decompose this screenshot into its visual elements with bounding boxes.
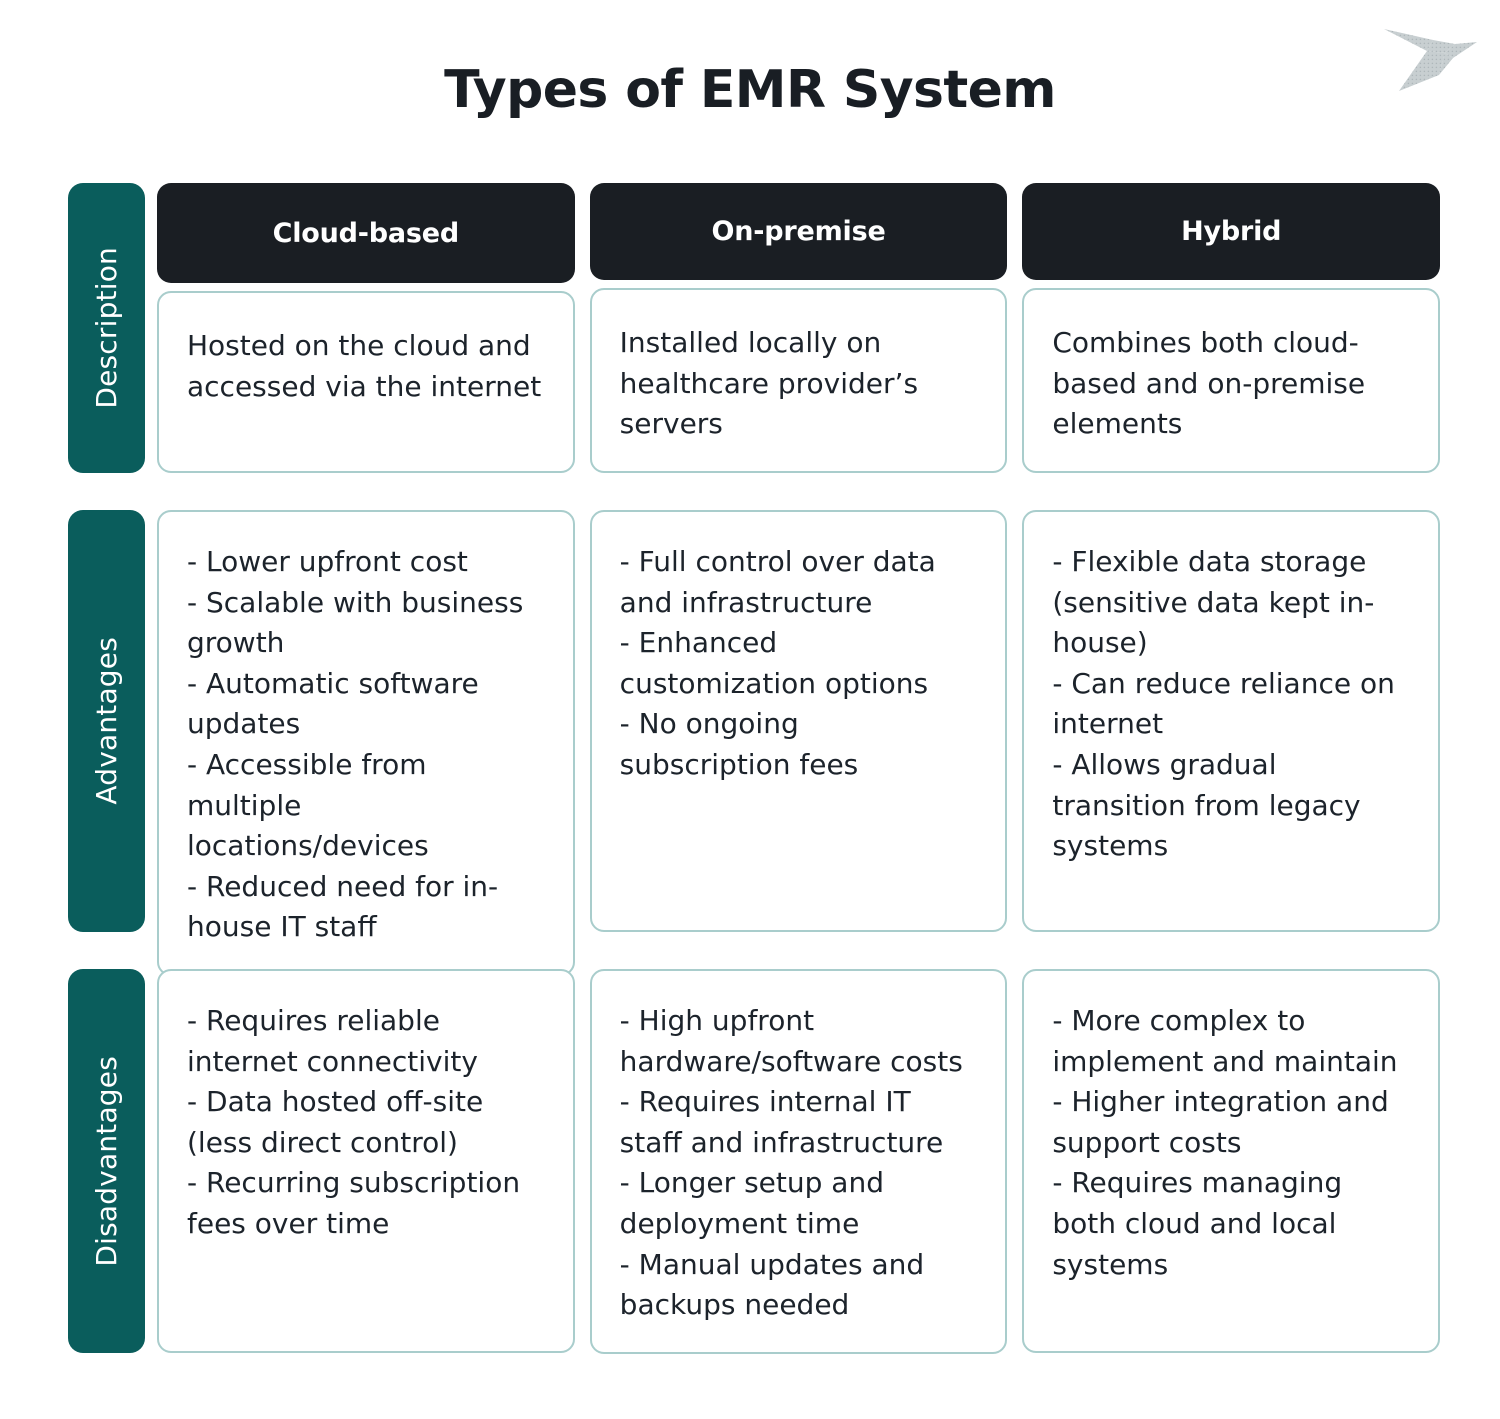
cell-disadvantages-hybrid: - More complex to implement and maintain…	[1022, 969, 1441, 1353]
column-header-on-premise: On-premise	[589, 183, 1008, 281]
origami-bird-logo	[1384, 29, 1477, 91]
column-hybrid-advantages: - Flexible data storage (sensitive data …	[1022, 510, 1441, 932]
row-label-advantages: Advantages	[68, 510, 145, 932]
row-label-description-text: Description	[90, 247, 123, 409]
column-hybrid-disadvantages: - More complex to implement and maintain…	[1022, 969, 1441, 1353]
table-row-description: Description Cloud-based Hosted on the cl…	[68, 183, 1441, 473]
column-on-premise-advantages: - Full control over data and infrastruct…	[589, 510, 1008, 932]
advantages-row-columns: - Lower upfront cost - Scalable with bus…	[157, 510, 1441, 976]
page-title: Types of EMR System	[444, 60, 1056, 120]
description-row-columns: Cloud-based Hosted on the cloud and acce…	[157, 183, 1441, 473]
column-on-premise: On-premise Installed locally on healthca…	[589, 183, 1008, 473]
column-header-hybrid: Hybrid	[1022, 183, 1441, 281]
cell-description-hybrid: Combines both cloud-based and on-premise…	[1022, 288, 1441, 473]
cell-disadvantages-cloud-based: - Requires reliable internet connectivit…	[157, 969, 575, 1353]
column-cloud-based-advantages: - Lower upfront cost - Scalable with bus…	[157, 510, 575, 976]
cell-advantages-on-premise: - Full control over data and infrastruct…	[589, 510, 1008, 932]
column-header-cloud-based: Cloud-based	[157, 183, 575, 283]
cell-advantages-cloud-based: - Lower upfront cost - Scalable with bus…	[157, 510, 575, 976]
table-row-advantages: Advantages - Lower upfront cost - Scalab…	[68, 510, 1441, 976]
row-label-advantages-text: Advantages	[90, 637, 123, 805]
row-label-disadvantages-text: Disadvantages	[90, 1055, 123, 1267]
comparison-table: Description Cloud-based Hosted on the cl…	[68, 183, 1441, 1354]
table-row-disadvantages: Disadvantages - Requires reliable intern…	[68, 969, 1441, 1354]
cell-description-on-premise: Installed locally on healthcare provider…	[589, 288, 1008, 473]
cell-advantages-hybrid: - Flexible data storage (sensitive data …	[1022, 510, 1441, 932]
cell-disadvantages-on-premise: - High upfront hardware/software costs -…	[589, 969, 1008, 1354]
column-cloud-based-disadvantages: - Requires reliable internet connectivit…	[157, 969, 575, 1353]
row-label-description: Description	[68, 183, 145, 473]
column-hybrid: Hybrid Combines both cloud-based and on-…	[1022, 183, 1441, 473]
cell-description-cloud-based: Hosted on the cloud and accessed via the…	[157, 291, 575, 473]
column-cloud-based: Cloud-based Hosted on the cloud and acce…	[157, 183, 575, 473]
row-label-disadvantages: Disadvantages	[68, 969, 145, 1353]
disadvantages-row-columns: - Requires reliable internet connectivit…	[157, 969, 1441, 1354]
column-on-premise-disadvantages: - High upfront hardware/software costs -…	[589, 969, 1008, 1354]
